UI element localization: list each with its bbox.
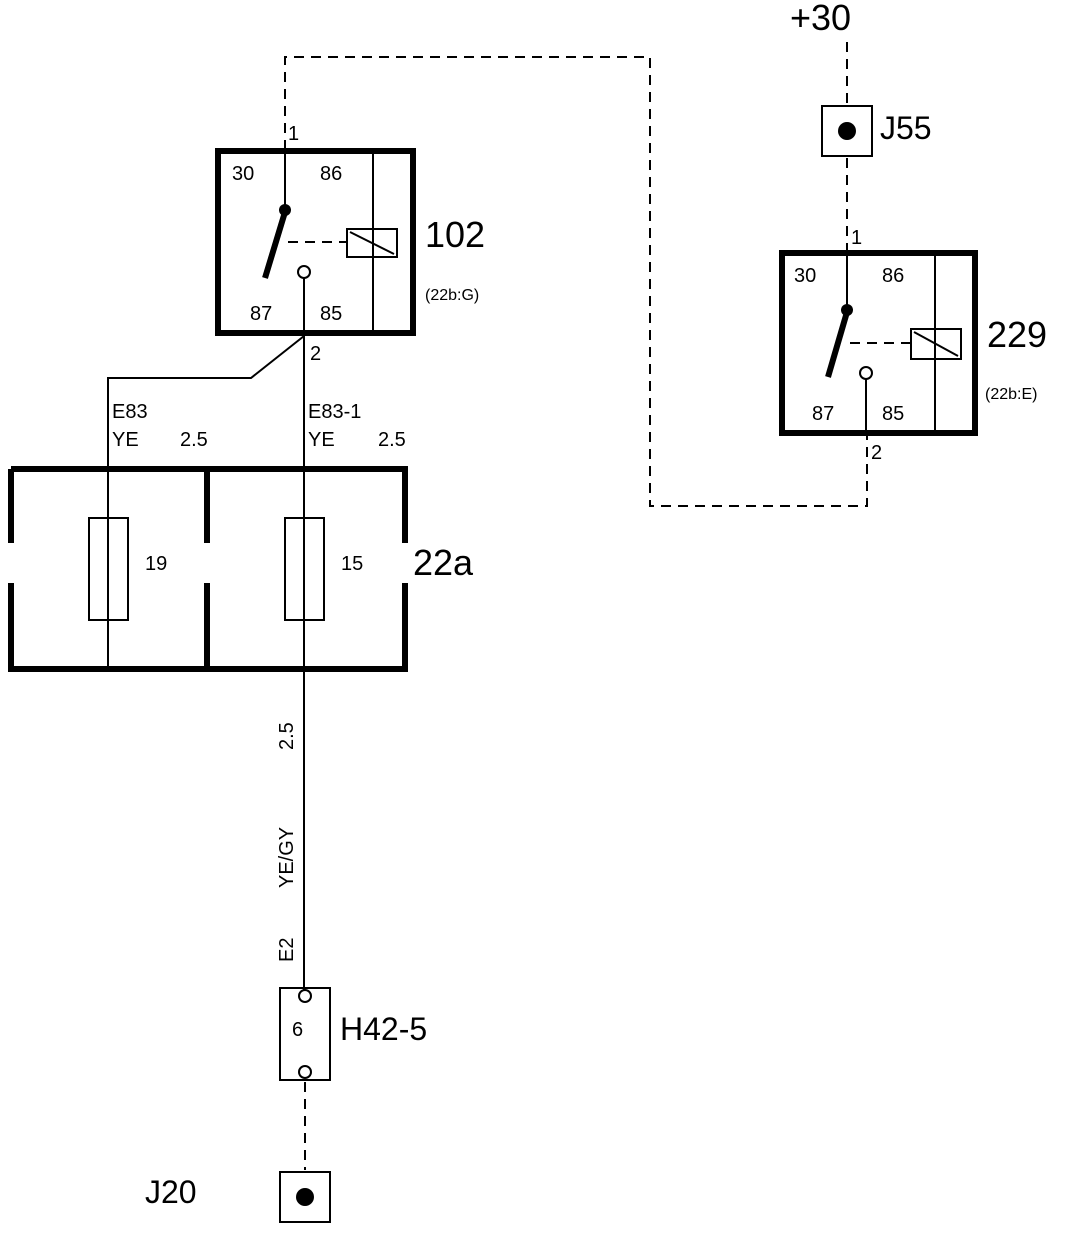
relay-102-pin-30: 30 xyxy=(232,163,254,185)
relay-102-pin-87: 87 xyxy=(250,303,272,325)
relay-229-pin-85: 85 xyxy=(882,403,904,425)
wire-e83-1-size: 2.5 xyxy=(378,429,406,451)
relay-229: 30 86 87 85 229 (22b:E) xyxy=(779,250,1047,436)
control-dashed-loop xyxy=(284,56,868,507)
relay-229-pin-30: 30 xyxy=(794,265,816,287)
relay-102-wire-top-number: 1 xyxy=(288,123,299,145)
relay-102: 30 86 87 85 102 (22b:G) xyxy=(215,148,485,336)
relay-102-pin-86: 86 xyxy=(320,163,342,185)
fuse-15-number: 15 xyxy=(341,553,363,575)
connector-j20-label: J20 xyxy=(145,1174,197,1210)
fuse-box-label: 22a xyxy=(413,542,474,583)
relay-229-label: 229 xyxy=(987,314,1047,355)
connector-h42-5-pin: 6 xyxy=(292,1019,303,1041)
wire-e83-path xyxy=(107,335,305,469)
wire-e83-id: E83 xyxy=(112,401,148,423)
relay-229-wire-bottom-number: 2 xyxy=(871,442,882,464)
connector-j55-label: J55 xyxy=(880,110,932,146)
wire-e2-color: YE/GY xyxy=(276,827,298,888)
fuse-box-22a: 19 15 22a xyxy=(8,466,474,672)
relay-229-wire-top-number: 1 xyxy=(851,227,862,249)
wire-e83-size: 2.5 xyxy=(180,429,208,451)
relay-229-pin-87: 87 xyxy=(812,403,834,425)
connector-h42-5-label: H42-5 xyxy=(340,1011,427,1047)
relay-229-pin-86: 86 xyxy=(882,265,904,287)
fuse-19-number: 19 xyxy=(145,553,167,575)
relay-102-wire-bottom-number: 2 xyxy=(310,343,321,365)
connector-j20: J20 xyxy=(145,1171,331,1223)
relay-229-ref: (22b:E) xyxy=(985,386,1037,403)
supply-label: +30 xyxy=(790,0,851,38)
wire-e83-color: YE xyxy=(112,429,139,451)
connector-h42-5: 6 H42-5 xyxy=(279,987,427,1081)
wire-e2-id: E2 xyxy=(276,938,298,962)
relay-102-pin-85: 85 xyxy=(320,303,342,325)
connector-j55: J55 xyxy=(821,105,932,157)
wire-e83-1-id: E83-1 xyxy=(308,401,361,423)
wire-e83-1-color: YE xyxy=(308,429,335,451)
relay-102-label: 102 xyxy=(425,214,485,255)
wire-e2-size: 2.5 xyxy=(276,722,298,750)
relay-102-ref: (22b:G) xyxy=(425,287,479,304)
